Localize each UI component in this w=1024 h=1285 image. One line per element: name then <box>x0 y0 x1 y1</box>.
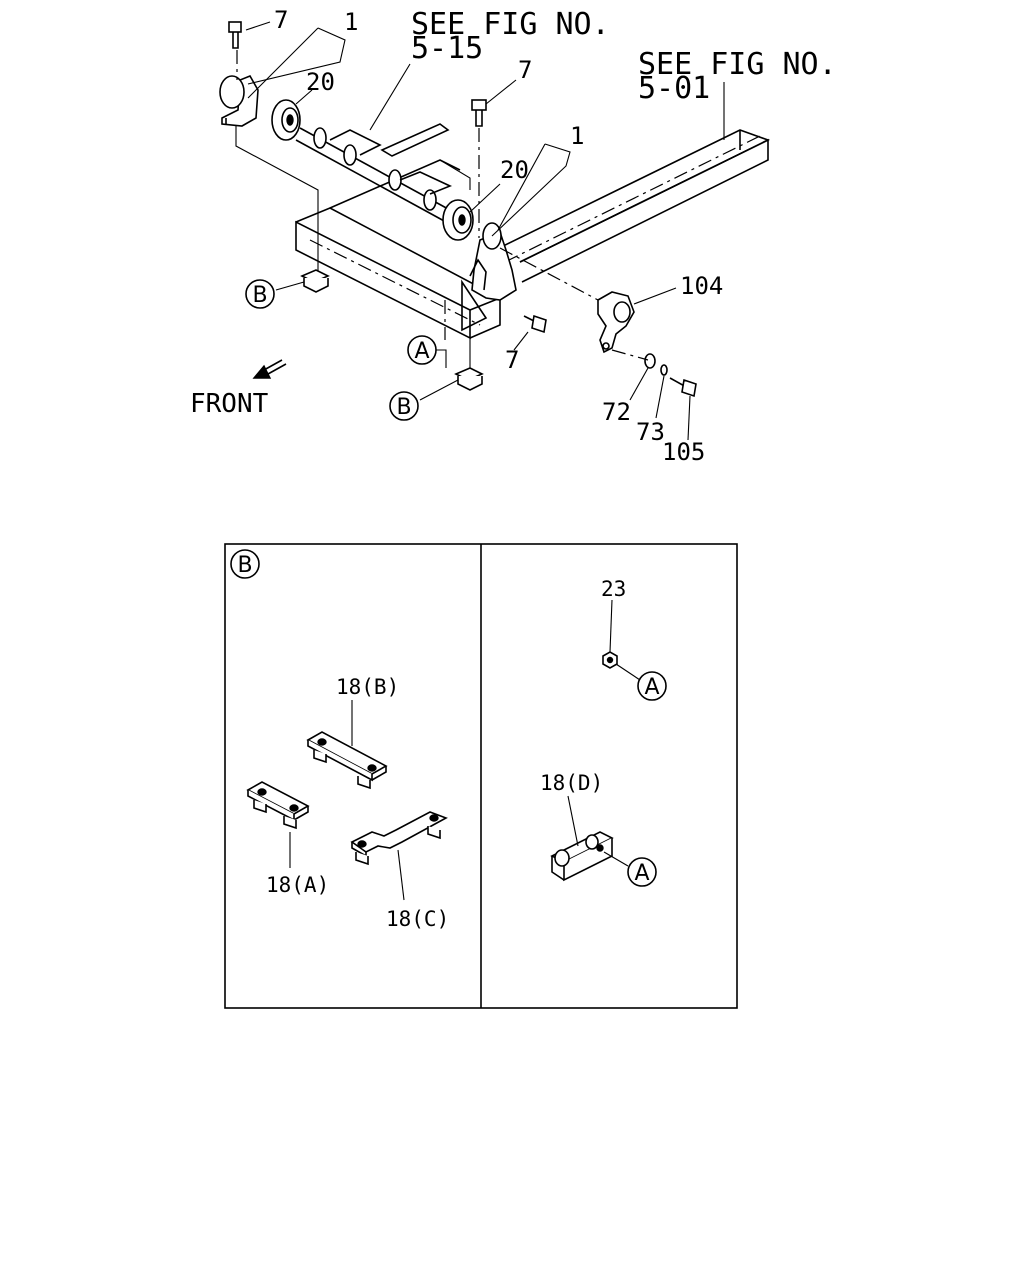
clip-b-upper <box>300 269 330 293</box>
inset-marker-a-nut: A <box>637 671 667 701</box>
marker-b-upper-label: B <box>252 283 267 308</box>
leader-nut-a <box>615 663 641 681</box>
callout-bracket-left: 1 <box>344 8 358 36</box>
bushing-left <box>271 99 301 141</box>
nut-23 <box>602 651 618 669</box>
leader-18d <box>567 795 579 847</box>
see-fig-label-2-line1: SEE FIG NO. <box>638 47 837 82</box>
marker-b-lower: B <box>389 391 419 421</box>
plate-18c <box>350 811 448 866</box>
plate-18b <box>306 731 388 790</box>
plate-18d <box>550 831 614 882</box>
plate-18a <box>246 781 310 830</box>
marker-a-main: A <box>407 335 437 365</box>
label-18b: 18(B) <box>336 675 399 699</box>
label-18a: 18(A) <box>266 873 329 897</box>
front-arrow-icon <box>252 359 287 379</box>
callout-bolt-top-mid: 7 <box>518 56 532 84</box>
bracket-left <box>219 74 259 127</box>
label-18c: 18(C) <box>386 907 449 931</box>
assembly-lines <box>235 50 649 372</box>
leader-18c <box>397 849 405 901</box>
callout-lock-washer: 73 <box>636 418 665 446</box>
bolt-lower <box>523 314 547 334</box>
marker-b-lower-label: B <box>396 395 411 420</box>
leader-lines <box>245 21 691 441</box>
label-23: 23 <box>601 577 626 601</box>
inset-marker-b: B <box>230 549 260 579</box>
frame-side-rail <box>494 82 771 283</box>
callout-washer: 72 <box>602 398 631 426</box>
stabilizer-bar <box>295 127 453 223</box>
leader-23 <box>609 599 613 653</box>
see-fig-label-1-line2: 5-15 <box>411 31 483 66</box>
bolt-105 <box>669 377 697 398</box>
link-plate-104 <box>597 291 635 354</box>
callout-bushing-right: 20 <box>500 156 529 184</box>
label-18d: 18(D) <box>540 771 603 795</box>
bolt-top-mid <box>471 99 487 127</box>
callout-link-plate: 104 <box>680 272 723 300</box>
marker-a-main-label: A <box>414 339 429 364</box>
inset-marker-a-nut-label: A <box>644 675 659 700</box>
see-fig-label-2-line2: 5-01 <box>638 71 710 106</box>
callout-bolt-right: 105 <box>662 438 705 466</box>
callout-bushing-left: 20 <box>306 68 335 96</box>
callout-bolt-lower: 7 <box>505 346 519 374</box>
inset-marker-b-label: B <box>237 553 252 578</box>
leader-plate-a <box>603 851 629 867</box>
lock-washer-73 <box>660 364 668 376</box>
inset-marker-a-plate: A <box>627 857 657 887</box>
see-fig-label-1-line1: SEE FIG NO. <box>411 7 610 42</box>
callout-bolt-top-left: 7 <box>274 6 288 34</box>
clip-b-lower <box>454 367 484 391</box>
inset-panel <box>224 543 738 1009</box>
marker-b-upper: B <box>245 279 275 309</box>
bushing-right <box>442 199 474 241</box>
washer-72 <box>644 353 656 369</box>
inset-marker-a-plate-label: A <box>634 861 649 886</box>
callout-bracket-right: 1 <box>570 122 584 150</box>
bolt-top-left <box>228 21 242 49</box>
front-label: FRONT <box>190 389 269 419</box>
